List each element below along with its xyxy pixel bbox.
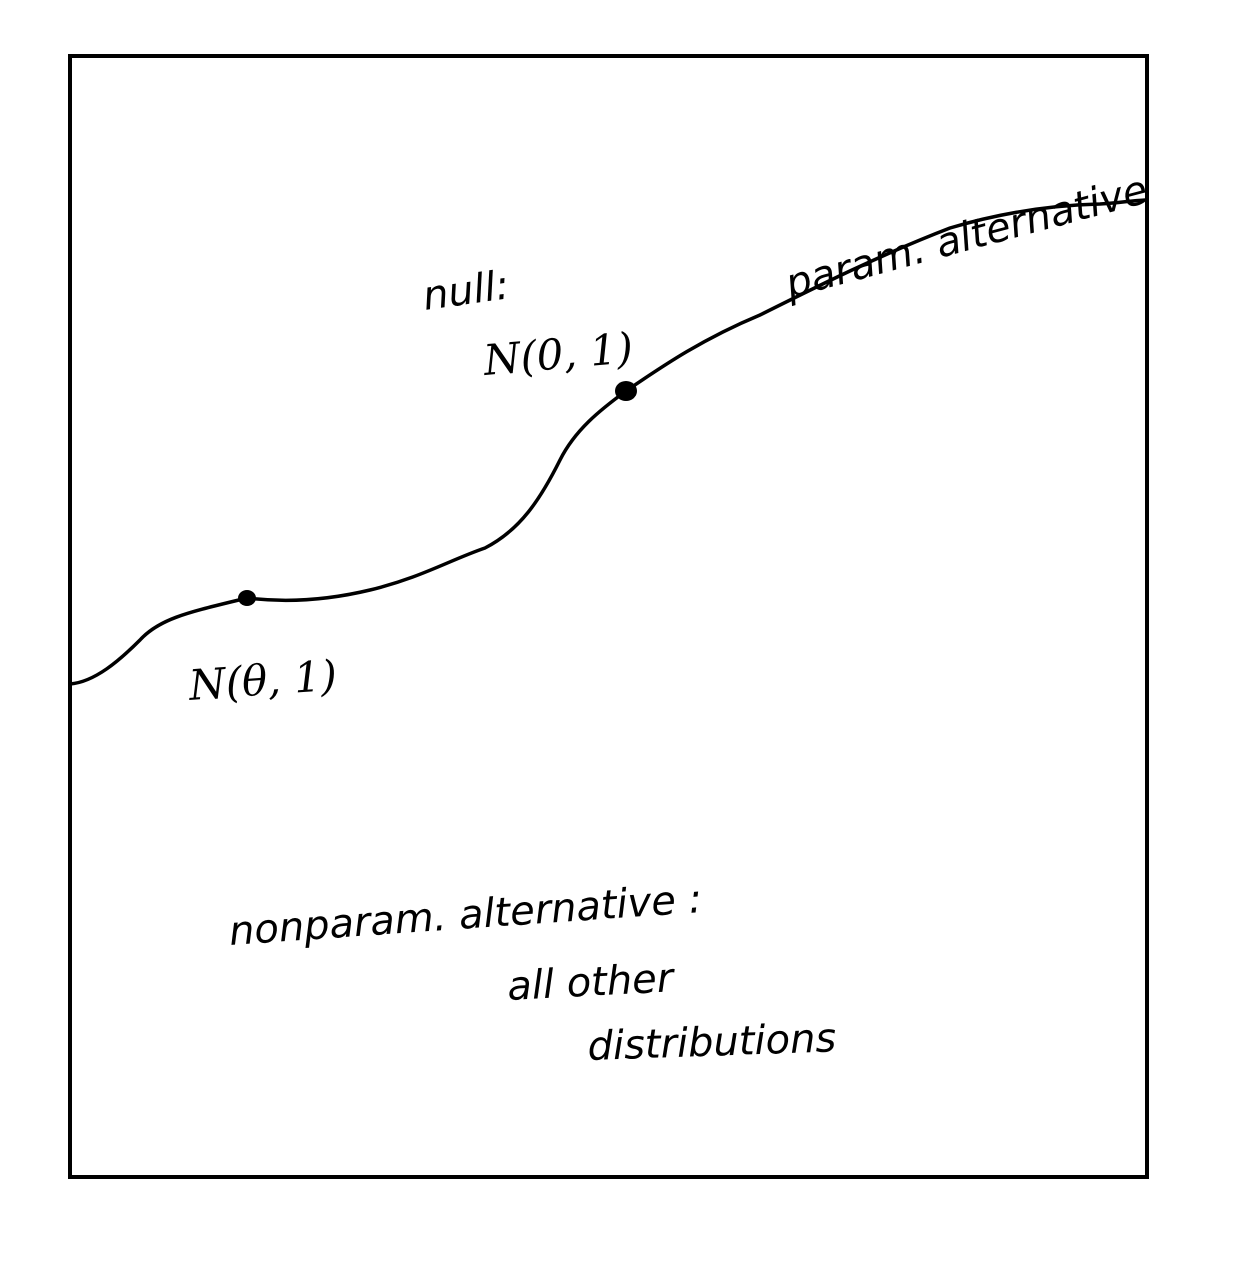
null-heading-label: null: [420, 262, 512, 320]
distribution-space-box [68, 54, 1149, 1179]
param-point [238, 590, 256, 606]
parametric-family-curve [68, 198, 1149, 686]
nonparam-label-line1: nonparam. alternative : [227, 876, 703, 955]
param-point-label: N(θ, 1) [186, 651, 338, 710]
nonparam-label-line2: all other [506, 955, 677, 1010]
param-alternative-label: param. alternative [780, 167, 1153, 308]
null-distribution-label: N(0, 1) [481, 323, 635, 385]
null-point [615, 381, 637, 401]
nonparam-label-line3: distributions [587, 1015, 837, 1070]
